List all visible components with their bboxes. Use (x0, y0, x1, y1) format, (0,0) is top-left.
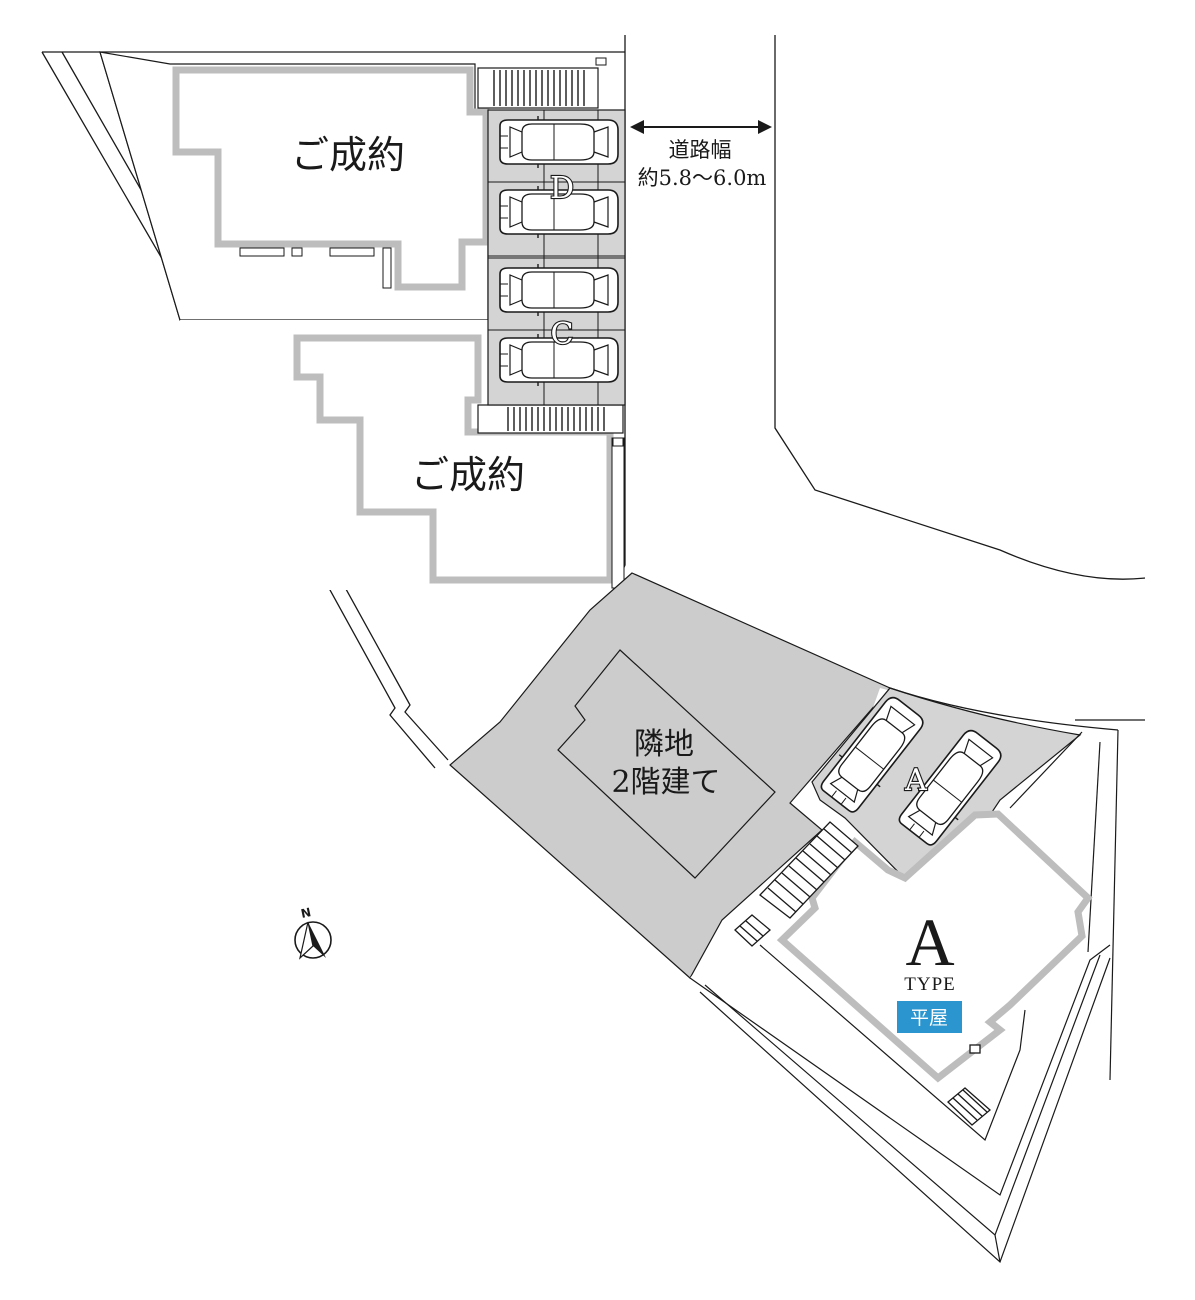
road-width-value: 約5.8〜6.0m (638, 166, 767, 190)
house-outline-top (172, 66, 490, 291)
road-width-arrow (630, 120, 772, 134)
stairs-a-left (734, 821, 859, 947)
type-badge (897, 1001, 962, 1033)
neighbor-line2: 2階建て (611, 765, 720, 800)
parking-letter-d: D (550, 171, 574, 206)
type-word: TYPE (904, 974, 956, 995)
compass-icon: N (294, 905, 332, 960)
road-width-label: 道路幅 (669, 138, 732, 162)
neighbor-line1: 隣地 (634, 727, 694, 762)
type-letter-a: A (905, 904, 954, 980)
lot-a-area (689, 687, 1120, 1264)
lot-middle-status: ご成約 (411, 453, 525, 497)
lot-middle-area (180, 320, 625, 590)
type-badge-text: 平屋 (910, 1007, 948, 1029)
neighbor-house (557, 649, 776, 879)
lot-top-area (99, 51, 490, 321)
stairs-bottom (477, 404, 624, 434)
neighbor-lot (449, 572, 891, 979)
parking-letter-a: A (904, 763, 927, 798)
stairs-top (477, 57, 607, 109)
compass-label: N (300, 905, 313, 921)
house-outline-a (776, 810, 1093, 1083)
parking-letter-c: C (551, 317, 574, 352)
lot-top-status: ご成約 (291, 133, 405, 177)
house-outline-middle (293, 334, 614, 584)
stairs-a-right (947, 1044, 991, 1126)
